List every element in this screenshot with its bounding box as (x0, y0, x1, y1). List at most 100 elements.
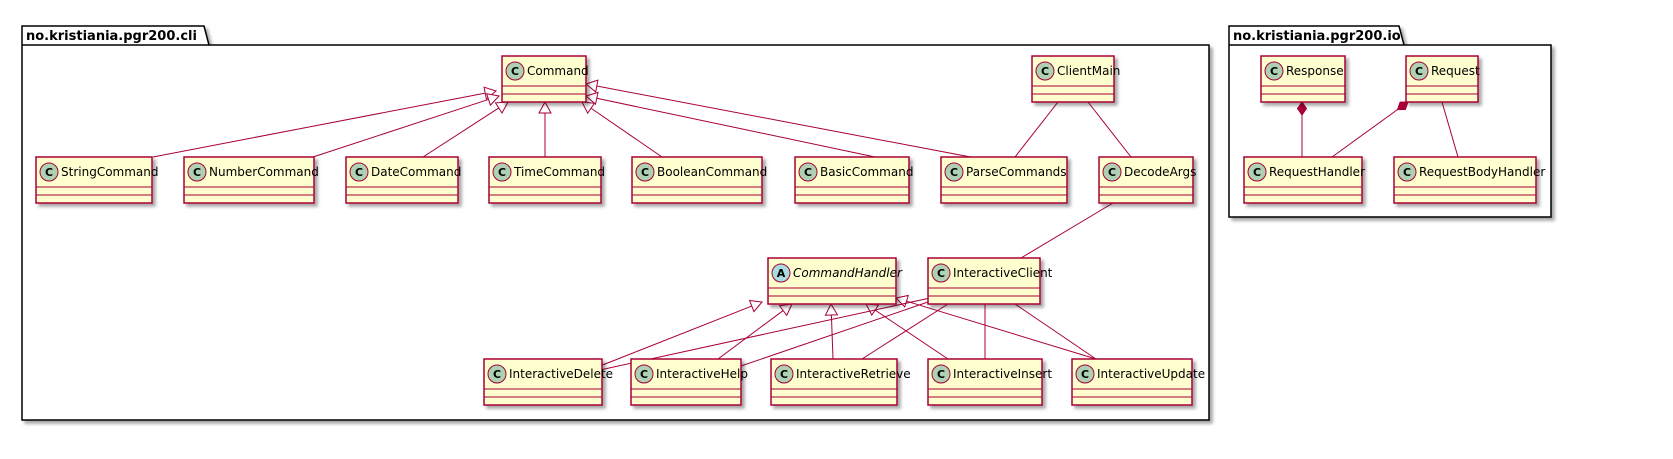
class-icon (349, 162, 369, 182)
stereotype-letter: C (804, 166, 812, 179)
inheritance-arrowhead (584, 91, 599, 106)
class-name: TimeCommand (513, 165, 605, 179)
class-interactive-help[interactable]: C InteractiveHelp (630, 358, 748, 406)
class-client-main[interactable]: C ClientMain (1031, 55, 1120, 103)
package-cli: no.kristiania.pgr200.cli (21, 25, 1210, 421)
class-name: InteractiveUpdate (1097, 367, 1205, 381)
class-icon (1035, 61, 1055, 81)
class-name: InteractiveDelete (509, 367, 613, 381)
class-parse-commands[interactable]: C ParseCommands (940, 156, 1068, 204)
relation-association-clientmain-parsecommands (1014, 101, 1059, 158)
inheritance-arrowhead (538, 100, 552, 114)
class-name: InteractiveClient (953, 266, 1053, 280)
relation-line (590, 107, 663, 158)
package-title: no.kristiania.pgr200.cli (26, 29, 197, 44)
stereotype-letter: C (1270, 65, 1278, 78)
relation-extends-booleancommand-command (581, 101, 663, 158)
class-name: Request (1431, 64, 1480, 78)
stereotype-letter: C (780, 368, 788, 381)
class-icon (931, 364, 951, 384)
relation-composition-request-requesthandler (1331, 101, 1409, 158)
class-interactive-update[interactable]: C InteractiveUpdate (1071, 358, 1205, 406)
class-name: BooleanCommand (657, 165, 767, 179)
class-icon (1409, 61, 1429, 81)
class-icon (635, 162, 655, 182)
package-title: no.kristiania.pgr200.io (1233, 29, 1401, 44)
relation-line (1020, 202, 1114, 259)
relation-association-interactiveclient-interactiveupdate (1014, 303, 1097, 360)
relation-line (599, 297, 931, 371)
relation-line (1087, 101, 1132, 158)
class-icon (944, 162, 964, 182)
class-icon (39, 162, 59, 182)
stereotype-letter: C (1041, 65, 1049, 78)
class-interactive-retrieve[interactable]: C InteractiveRetrieve (770, 358, 911, 406)
stereotype-letter: A (777, 267, 786, 280)
class-name: InteractiveRetrieve (796, 367, 911, 381)
relation-line (1014, 303, 1097, 360)
class-name: BasicCommand (820, 165, 913, 179)
class-box (1393, 156, 1537, 204)
class-name: ClientMain (1057, 64, 1120, 78)
class-name: CommandHandler (793, 266, 903, 280)
package-frame (21, 25, 1210, 421)
class-name: InteractiveHelp (656, 367, 748, 381)
inheritance-arrowhead (778, 303, 793, 317)
relation-extends-numbercommand-command (312, 93, 500, 158)
class-box (767, 257, 897, 305)
relation-line (717, 310, 784, 360)
class-box (631, 156, 763, 204)
relation-extends-interactivehelp-commandhandler (717, 303, 793, 360)
relation-line (874, 309, 949, 360)
relation-line (599, 305, 752, 367)
inheritance-arrowhead (895, 294, 909, 308)
class-basic-command[interactable]: C BasicCommand (794, 156, 913, 204)
class-icon (774, 364, 794, 384)
inheritance-arrowhead (485, 93, 500, 107)
stereotype-letter: C (355, 166, 363, 179)
class-time-command[interactable]: C TimeCommand (488, 156, 605, 204)
stereotype-letter: C (640, 368, 648, 381)
relation-extends-parsecommands-command (584, 79, 1019, 167)
relation-line (422, 107, 500, 158)
composition-diamond (1396, 101, 1409, 111)
class-name: Command (527, 64, 589, 78)
relation-extends-interactivedelete-commandhandler (599, 299, 763, 367)
class-name: DecodeArgs (1124, 165, 1196, 179)
relation-line (861, 303, 949, 360)
stereotype-letter: C (937, 267, 945, 280)
class-name: ParseCommands (966, 165, 1067, 179)
relation-association-decodeargs-interactiveclient (1020, 202, 1114, 259)
stereotype-letter: C (498, 166, 506, 179)
class-command-handler[interactable]: A CommandHandler (767, 257, 903, 305)
stereotype-letter: C (1403, 166, 1411, 179)
class-icon (634, 364, 654, 384)
stereotype-letter: C (950, 166, 958, 179)
class-date-command[interactable]: C DateCommand (345, 156, 461, 204)
class-icon (1397, 162, 1417, 182)
composition-diamond (1296, 101, 1308, 116)
inheritance-arrowhead (581, 101, 596, 115)
class-name: NumberCommand (209, 165, 319, 179)
class-interactive-client[interactable]: C InteractiveClient (927, 257, 1053, 305)
class-icon (487, 364, 507, 384)
relation-association-clientmain-decodeargs (1087, 101, 1132, 158)
relation-line (830, 314, 834, 360)
class-box (183, 156, 315, 204)
relation-association-request-requestbodyhandler (1441, 101, 1459, 158)
relation-association-interactiveclient-interactivedelete (599, 297, 931, 371)
stereotype-letter: C (1081, 368, 1089, 381)
relation-line (1441, 101, 1459, 158)
class-name: DateCommand (371, 165, 461, 179)
